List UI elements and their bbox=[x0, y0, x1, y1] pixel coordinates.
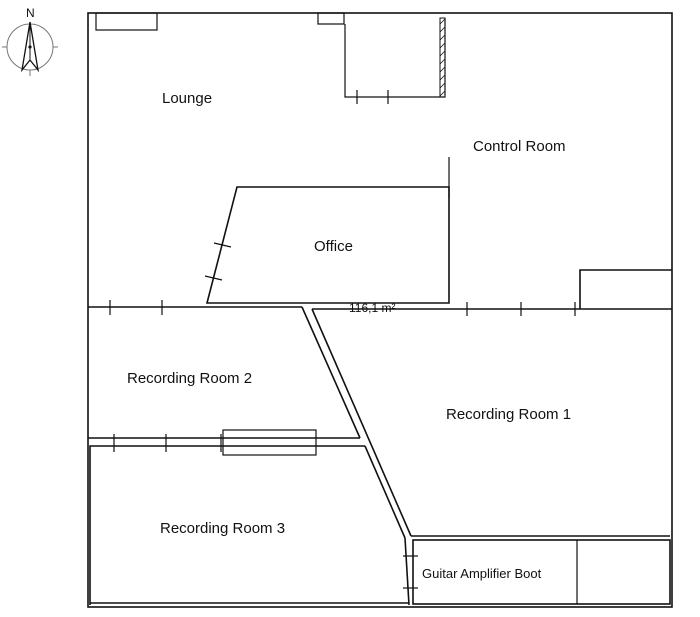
diagonal-corridor bbox=[301, 306, 412, 539]
control-room-label: Control Room bbox=[473, 138, 566, 155]
control-room-closet bbox=[579, 269, 672, 309]
small-fixture bbox=[317, 12, 345, 25]
guitar-amp-booth-label: Guitar Amplifier Boot bbox=[422, 566, 542, 581]
middle-divider bbox=[88, 300, 672, 316]
lounge-fixture bbox=[95, 12, 158, 31]
recording-room-3-label: Recording Room 3 bbox=[160, 520, 285, 537]
office-label: Office bbox=[314, 238, 353, 255]
compass-north-label: N bbox=[26, 6, 35, 20]
recording-room-2-label: Recording Room 2 bbox=[127, 370, 252, 387]
guitar-amp-booth-walls bbox=[403, 539, 671, 605]
recording-room-1-label: Recording Room 1 bbox=[446, 406, 571, 423]
area-label: 116,1 m² bbox=[349, 301, 395, 315]
compass-icon: N bbox=[2, 6, 58, 76]
office-walls bbox=[204, 157, 450, 304]
lounge-label: Lounge bbox=[162, 90, 212, 107]
control-room-niche bbox=[344, 17, 446, 104]
window-fixture bbox=[222, 429, 317, 456]
recording-room-3-walls bbox=[89, 429, 410, 606]
outer-walls bbox=[87, 12, 673, 608]
